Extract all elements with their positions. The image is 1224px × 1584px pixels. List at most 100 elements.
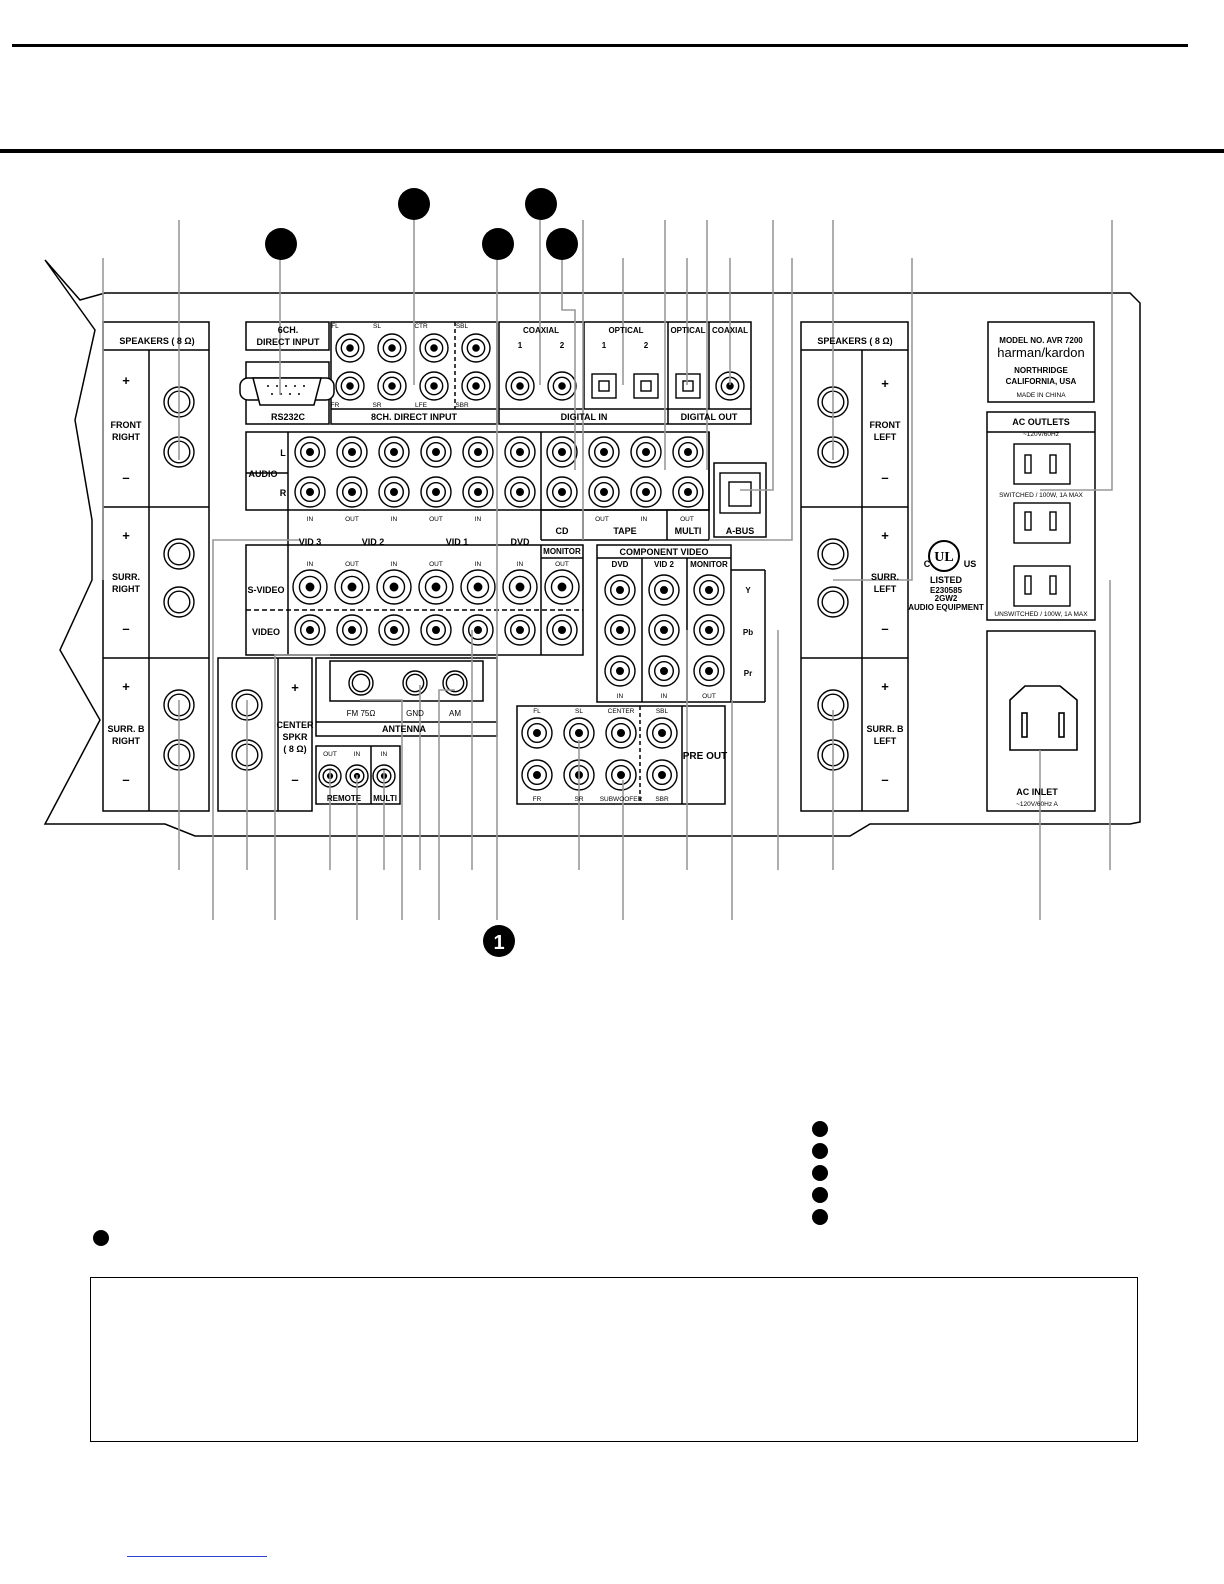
fm-antenna-jack[interactable] <box>348 670 374 696</box>
component-jack[interactable] <box>693 614 725 646</box>
component-jack[interactable] <box>604 574 636 606</box>
audio-jack[interactable] <box>630 436 662 468</box>
audio-jack[interactable] <box>546 476 578 508</box>
pre-out-jack[interactable] <box>521 717 553 749</box>
audio-jack[interactable] <box>462 476 494 508</box>
eight-ch-label: 8CH. DIRECT INPUT <box>371 412 458 422</box>
am-antenna-jack[interactable] <box>442 670 468 696</box>
audio-jack[interactable] <box>336 476 368 508</box>
ac-inlet-socket[interactable] <box>1009 685 1078 751</box>
legend-bullet <box>812 1209 828 1225</box>
legend-bullet <box>93 1230 109 1246</box>
component-jack[interactable] <box>648 614 680 646</box>
component-jack[interactable] <box>648 574 680 606</box>
speaker-binding-post[interactable] <box>817 538 849 570</box>
eight-ch-jack[interactable] <box>461 371 491 401</box>
svideo-jack[interactable] <box>460 569 496 605</box>
ch-lfe: LFE <box>415 402 428 409</box>
ch-sbl: SBL <box>456 323 469 330</box>
coaxial-in-jack[interactable] <box>505 371 535 401</box>
digital-in-label: DIGITAL IN <box>561 412 608 422</box>
ac-inlet-label: AC INLET <box>1016 787 1058 797</box>
audio-jack[interactable] <box>294 476 326 508</box>
pre-sl: SL <box>575 708 583 715</box>
remote-multi-box <box>315 745 401 805</box>
speaker-binding-post[interactable] <box>817 586 849 618</box>
plus-fl: + <box>881 376 889 391</box>
svideo-jack[interactable] <box>544 569 580 605</box>
eight-ch-jack[interactable] <box>335 371 365 401</box>
speakers-left-title: SPEAKERS ( 8 Ω) <box>119 336 194 346</box>
ac-volt: ~120V/60Hz <box>1023 431 1059 438</box>
audio-jack[interactable] <box>378 476 410 508</box>
audio-jack[interactable] <box>420 436 452 468</box>
coaxial-out-jack[interactable] <box>715 371 745 401</box>
audio-jack[interactable] <box>294 436 326 468</box>
am-label: AM <box>449 709 461 718</box>
ch-sr: SR <box>372 402 381 409</box>
video-jack[interactable] <box>420 614 452 646</box>
audio-jack[interactable] <box>546 436 578 468</box>
opt-2: 2 <box>644 341 649 350</box>
audio-jack[interactable] <box>378 436 410 468</box>
pre-out-jack[interactable] <box>563 717 595 749</box>
component-jack[interactable] <box>648 655 680 687</box>
audio-jack[interactable] <box>336 436 368 468</box>
eight-ch-jack[interactable] <box>419 333 449 363</box>
ul-listed-icon: UL <box>928 540 960 572</box>
rs232-connector[interactable] <box>239 377 335 406</box>
component-jack[interactable] <box>693 574 725 606</box>
svideo-jack[interactable] <box>334 569 370 605</box>
coaxial-in-jack[interactable] <box>547 371 577 401</box>
brand-logo: harman/kardon <box>997 345 1084 360</box>
video-jack[interactable] <box>504 614 536 646</box>
audio-jack[interactable] <box>462 436 494 468</box>
svideo-jack[interactable] <box>418 569 454 605</box>
audio-jack[interactable] <box>504 476 536 508</box>
optical-jacks[interactable] <box>591 373 701 399</box>
pre-out-jack[interactable] <box>646 717 678 749</box>
component-jack[interactable] <box>604 655 636 687</box>
video-jack[interactable] <box>336 614 368 646</box>
svideo-jack[interactable] <box>502 569 538 605</box>
speaker-binding-post[interactable] <box>163 538 195 570</box>
ac-outlet-sockets[interactable] <box>1013 443 1071 607</box>
surr-right-1: SURR. <box>112 572 140 582</box>
surrb-left-2: LEFT <box>874 736 897 746</box>
audio-jack[interactable] <box>672 436 704 468</box>
video-jack[interactable] <box>378 614 410 646</box>
audio-jack[interactable] <box>588 476 620 508</box>
video-jack[interactable] <box>546 614 578 646</box>
eight-ch-jack[interactable] <box>377 333 407 363</box>
audio-jack[interactable] <box>672 476 704 508</box>
footer-link-underline[interactable] <box>127 1556 267 1557</box>
ac-outlets-label: AC OUTLETS <box>1012 417 1070 427</box>
speaker-binding-post[interactable] <box>817 689 849 721</box>
eight-ch-jack[interactable] <box>377 371 407 401</box>
pre-out-jack[interactable] <box>605 759 637 791</box>
eight-ch-jack[interactable] <box>461 333 491 363</box>
video-jack[interactable] <box>462 614 494 646</box>
pre-out-jack[interactable] <box>521 759 553 791</box>
minus-fl: – <box>881 470 888 485</box>
pre-out-jack[interactable] <box>646 759 678 791</box>
svideo-jack[interactable] <box>292 569 328 605</box>
component-jack[interactable] <box>604 614 636 646</box>
eight-ch-jack[interactable] <box>419 371 449 401</box>
svideo-jack[interactable] <box>376 569 412 605</box>
video-jack[interactable] <box>294 614 326 646</box>
abus-jack[interactable] <box>719 472 761 514</box>
vid2-label: VID 2 <box>362 537 385 547</box>
a-vid2-out: OUT <box>345 516 359 523</box>
audio-jack[interactable] <box>420 476 452 508</box>
speaker-binding-post[interactable] <box>163 586 195 618</box>
audio-jack[interactable] <box>588 436 620 468</box>
audio-jack[interactable] <box>504 436 536 468</box>
note-box <box>90 1277 1138 1442</box>
eight-ch-jack[interactable] <box>335 333 365 363</box>
multi-in-jack[interactable] <box>372 764 396 788</box>
component-jack[interactable] <box>693 655 725 687</box>
audio-jack[interactable] <box>630 476 662 508</box>
pre-out-jack[interactable] <box>605 717 637 749</box>
gnd-antenna-jack[interactable] <box>402 670 428 696</box>
